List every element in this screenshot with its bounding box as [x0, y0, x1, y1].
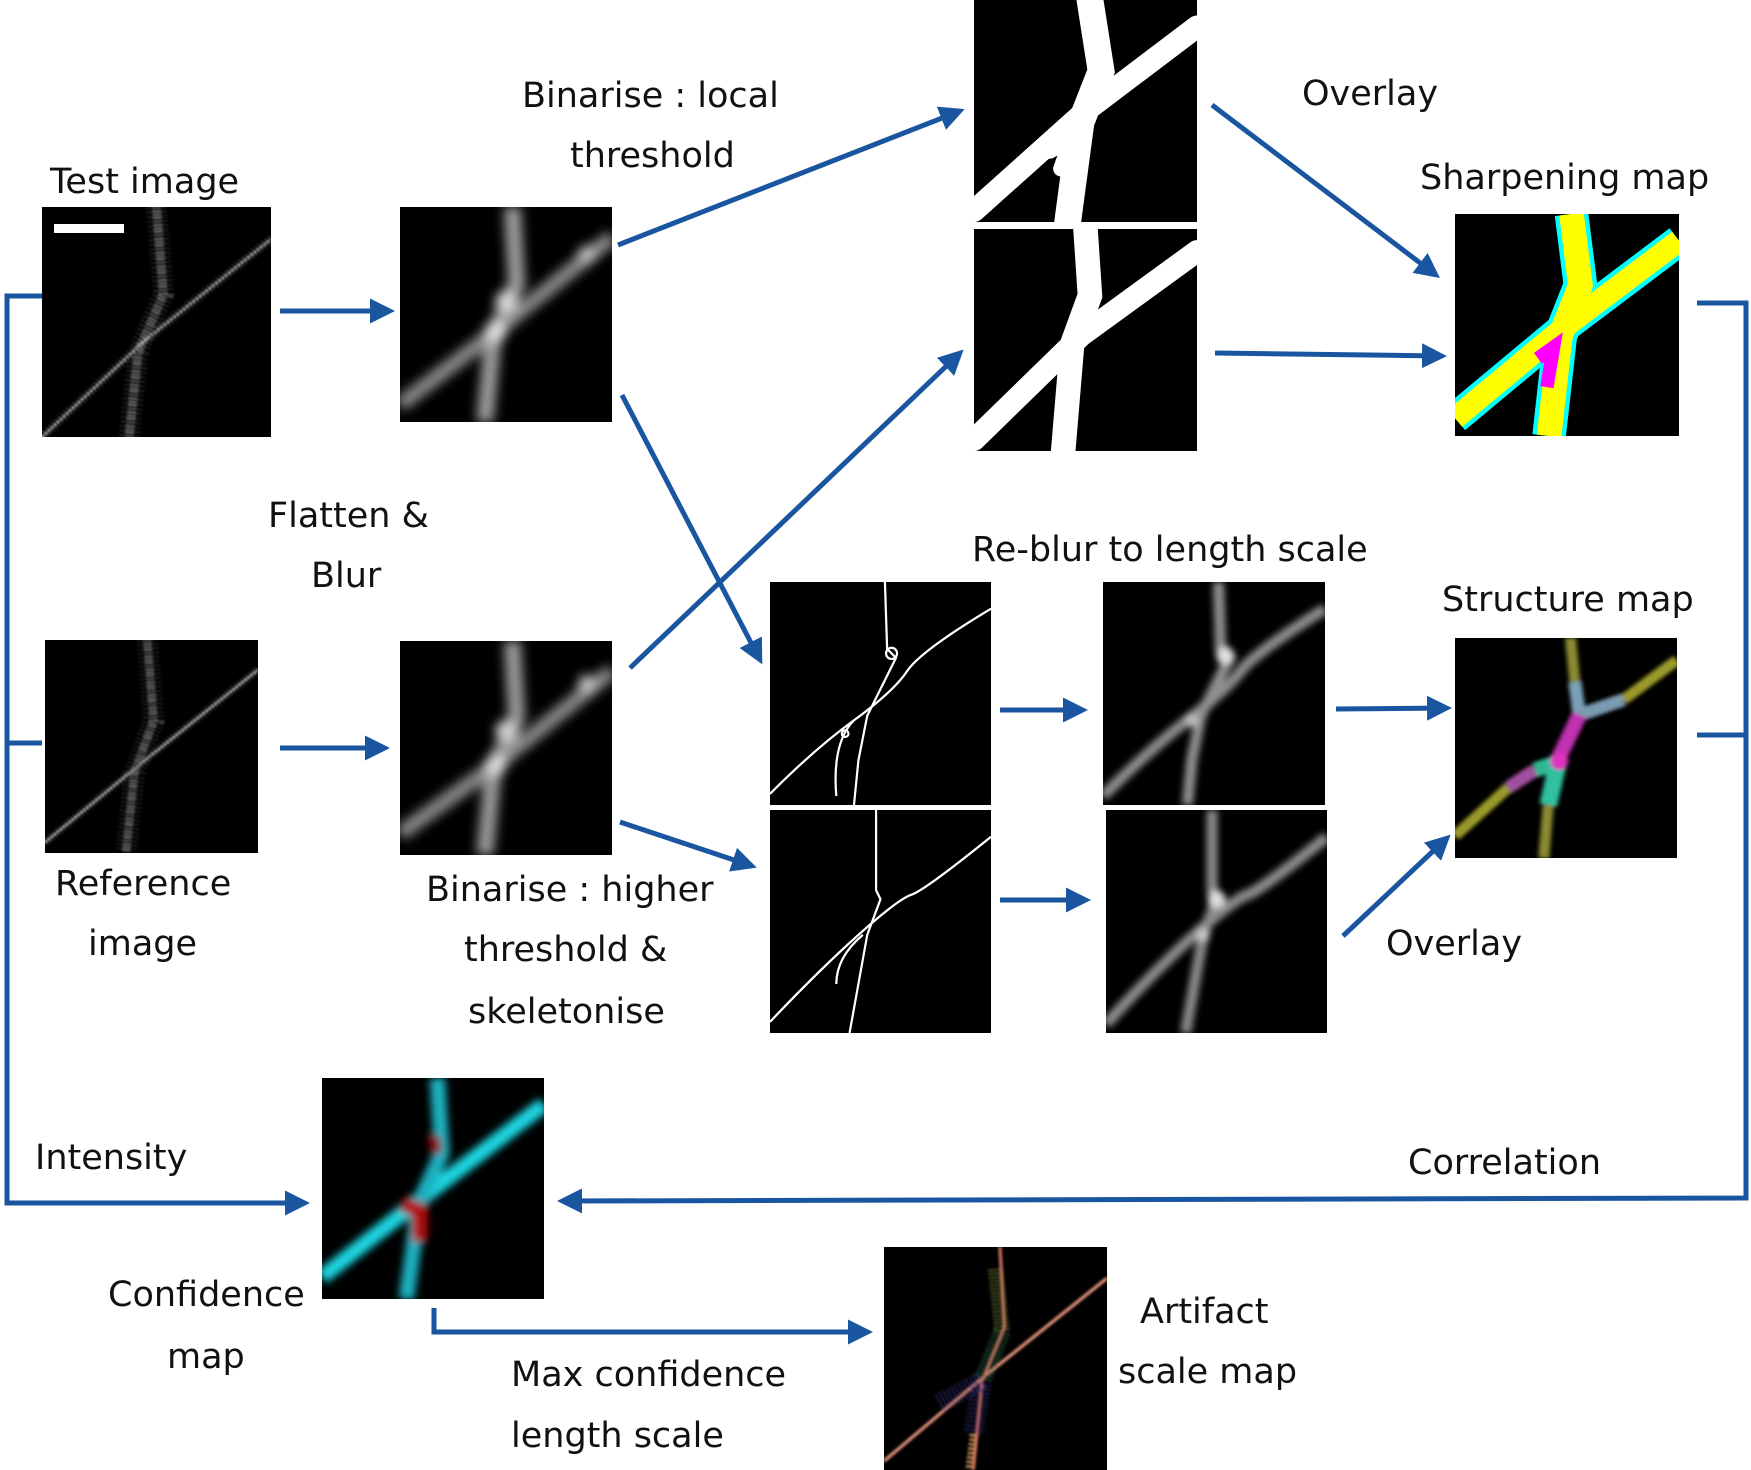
test-image-panel	[42, 207, 271, 437]
label-flatten-line1: Flatten &	[268, 496, 429, 536]
label-sharpening-map: Sharpening map	[1420, 158, 1710, 198]
reblur-test-panel	[1103, 582, 1325, 805]
skeleton-test-panel	[770, 582, 991, 805]
label-overlay-top: Overlay	[1302, 74, 1439, 114]
label-binarise-higher-line3: skeletonise	[468, 992, 665, 1032]
binary-local-reference-panel	[974, 229, 1197, 451]
confidence-map-panel	[322, 1078, 544, 1299]
scale-bar	[54, 224, 124, 233]
label-flatten-line2: Blur	[311, 556, 382, 596]
arrow-refblur-to-binary-bottom	[628, 349, 964, 670]
arrow-blur-to-skeleton-top	[619, 393, 763, 665]
bracket-right-correlation	[557, 300, 1749, 1214]
label-artifact-line1: Artifact	[1140, 1292, 1269, 1332]
label-binarise-higher-line2: threshold &	[464, 930, 668, 970]
label-artifact-line2: scale map	[1118, 1352, 1298, 1392]
arrow-blur-to-binary-top	[617, 106, 965, 248]
test-blurred-panel	[400, 207, 612, 422]
arrow-confidence-to-artifact	[431, 1308, 873, 1345]
arrow-binary-bottom-to-sharpening	[1214, 343, 1447, 369]
label-confidence-line2: map	[167, 1337, 245, 1377]
label-overlay-bottom: Overlay	[1386, 924, 1523, 964]
sharpening-map-panel	[1455, 214, 1679, 436]
label-reference-line2: image	[88, 924, 198, 964]
label-structure-map: Structure map	[1442, 580, 1694, 620]
reference-blurred-panel	[400, 641, 612, 855]
label-binarise-local-line1: Binarise : local	[522, 76, 779, 116]
label-max-confidence-line1: Max confidence	[511, 1355, 787, 1395]
binary-local-test-panel	[974, 0, 1197, 222]
arrow-reblur-bottom-to-structure	[1341, 834, 1451, 938]
label-binarise-local-line2: threshold	[570, 136, 735, 176]
label-reblur: Re-blur to length scale	[972, 530, 1368, 570]
label-intensity: Intensity	[35, 1138, 188, 1178]
arrow-reblur-top-to-structure	[1335, 695, 1452, 721]
bracket-left-intensity	[4, 293, 310, 1216]
artifact-scale-map-panel	[884, 1247, 1107, 1470]
label-test-image: Test image	[50, 162, 240, 202]
label-binarise-higher-line1: Binarise : higher	[426, 870, 714, 910]
arrow-refblur-to-skeleton-bottom	[619, 819, 757, 872]
label-confidence-line1: Confidence	[108, 1275, 305, 1315]
reblur-reference-panel	[1106, 810, 1327, 1033]
skeleton-reference-panel	[770, 810, 991, 1033]
reference-image-panel	[45, 640, 258, 853]
label-correlation: Correlation	[1408, 1143, 1601, 1183]
label-reference-line1: Reference	[55, 864, 232, 904]
arrow-binary-top-to-sharpening	[1210, 103, 1440, 279]
label-max-confidence-line2: length scale	[511, 1416, 724, 1456]
structure-map-panel	[1455, 638, 1677, 858]
